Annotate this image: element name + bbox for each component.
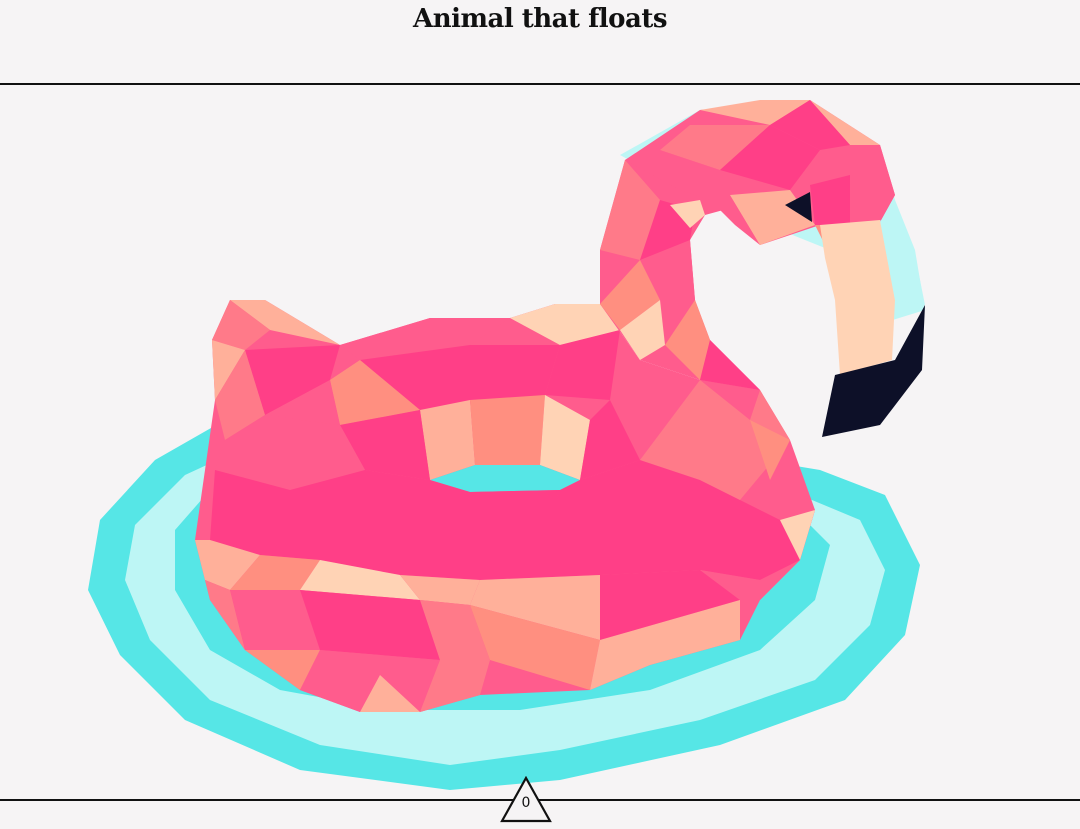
flamingo-beak-tip [822,305,925,437]
flamingo-beak [820,220,895,375]
progress-counter[interactable]: 0 [500,775,552,824]
puzzle-title: Animal that floats [413,4,667,34]
top-divider [0,83,1080,85]
counter-value: 0 [521,795,531,811]
flamingo-eye [785,192,812,222]
float-hole [430,465,580,492]
bottom-divider [0,799,1080,801]
triangle-icon [500,775,552,823]
